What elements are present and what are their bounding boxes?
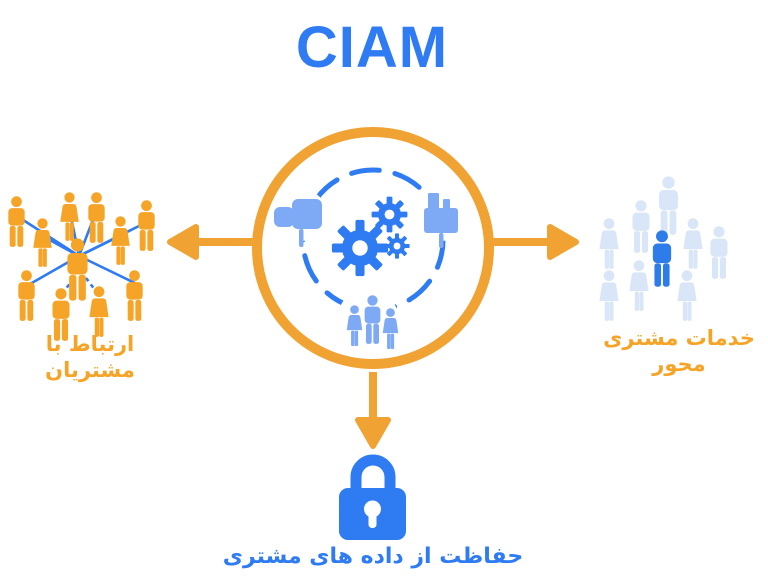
truck-icon	[274, 199, 322, 247]
page-title: CIAM	[295, 15, 449, 80]
factory-icon	[424, 193, 458, 248]
label-customer-centric-services: خدمات مشتری محور	[603, 326, 755, 377]
customer-network-graphic	[8, 192, 155, 341]
right-arrow	[493, 224, 579, 260]
label-customer-data-protection: حفاظت از داده های مشتری	[222, 544, 524, 569]
left-arrow	[167, 224, 253, 260]
label-customer-communication: ارتباط با مشتریان	[45, 332, 135, 383]
central-customer	[67, 238, 88, 301]
crowd-graphic	[599, 176, 728, 321]
customer-people	[8, 192, 155, 341]
lock-icon	[339, 454, 406, 540]
gears-icon	[331, 196, 410, 277]
highlighted-customer	[652, 230, 672, 287]
down-arrow	[355, 372, 391, 449]
